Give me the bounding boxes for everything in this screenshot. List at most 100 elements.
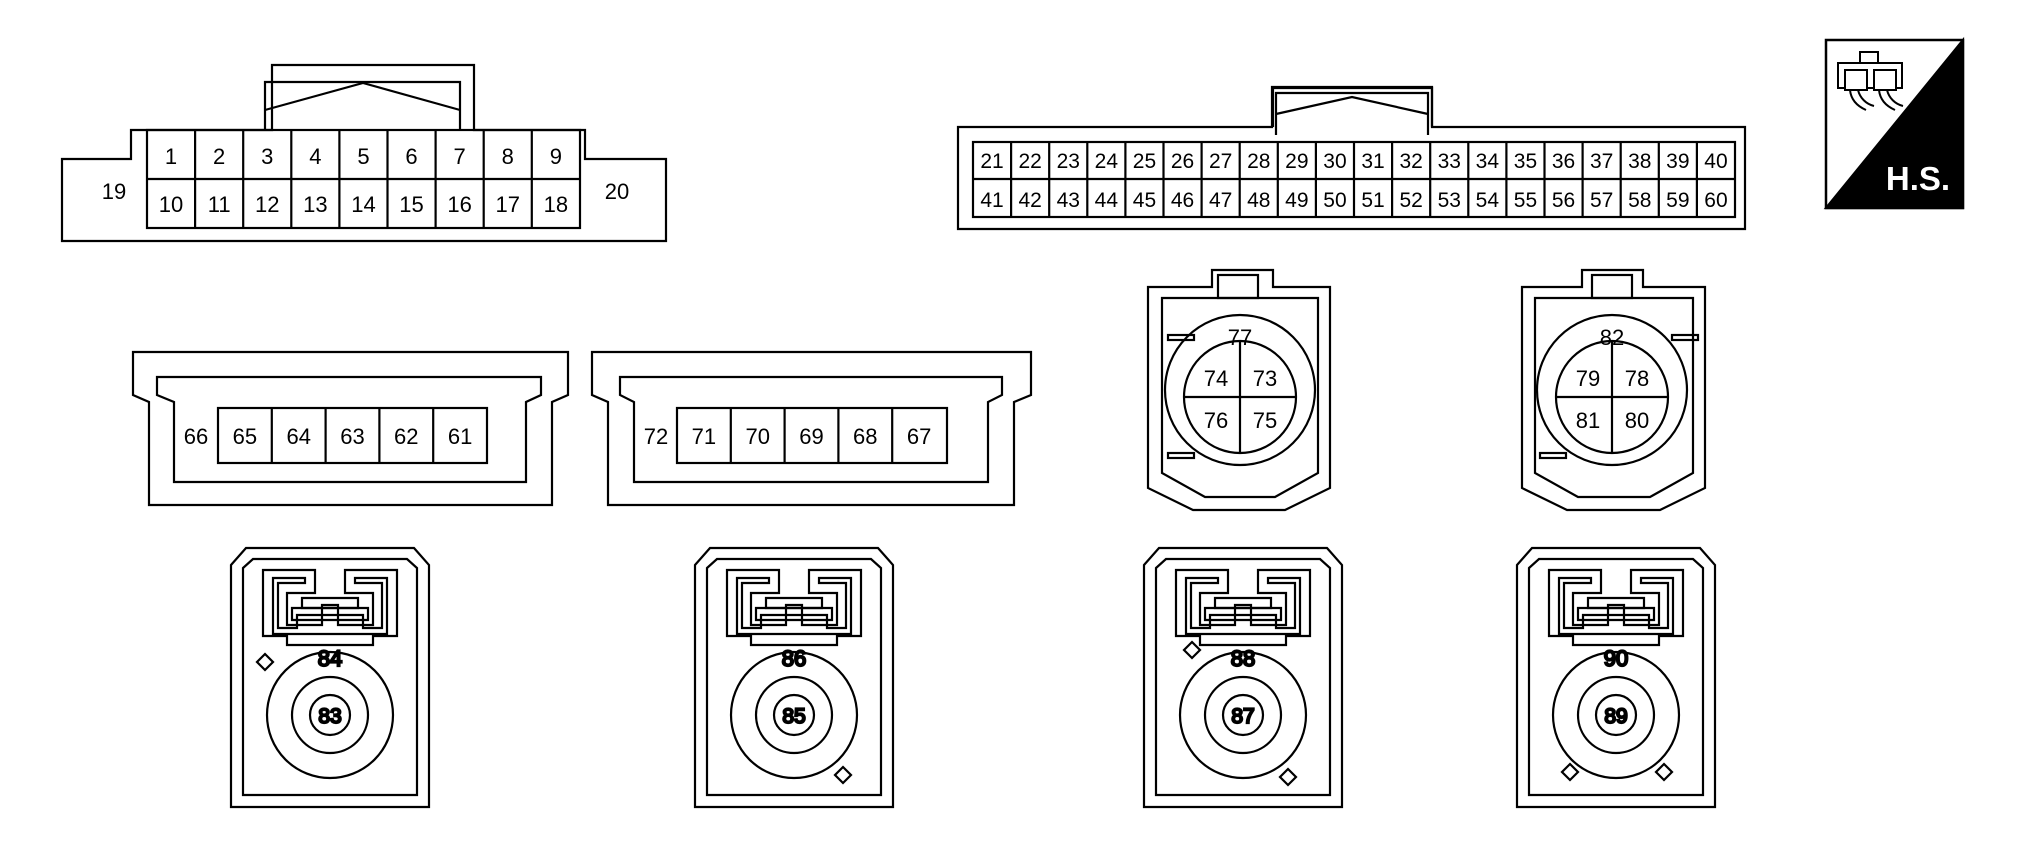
pin-label: 25	[1133, 150, 1156, 173]
pin-label: 10	[159, 192, 183, 217]
pin-label: 75	[1253, 408, 1277, 433]
round-connector: 84 83	[229, 546, 431, 809]
pin-label: 63	[340, 424, 364, 449]
pin-label: 9	[550, 144, 562, 169]
pin-label: 39	[1666, 150, 1689, 173]
pin-label: 73	[1253, 366, 1277, 391]
pin-label: 71	[692, 424, 716, 449]
pin-label: 79	[1576, 366, 1600, 391]
pin-label: 72	[644, 424, 668, 449]
pin-label: 76	[1204, 408, 1228, 433]
pin-label: 85	[782, 705, 805, 728]
pin-label: 21	[980, 150, 1003, 173]
pin-label: 66	[184, 424, 208, 449]
pin-label: 89	[1604, 705, 1627, 728]
pin-label: 27	[1209, 150, 1232, 173]
pin-label: 35	[1514, 150, 1537, 173]
pin-label: 84	[318, 646, 342, 671]
pin-label: 69	[799, 424, 823, 449]
pin-label: 56	[1552, 189, 1575, 212]
pin-label: 26	[1171, 150, 1194, 173]
pin-label: 34	[1476, 150, 1500, 173]
round-connector: 88 87	[1142, 546, 1344, 809]
pin-label: 23	[1057, 150, 1080, 173]
pin-label: 30	[1323, 150, 1346, 173]
pin-label: 22	[1018, 150, 1041, 173]
pin-label: 88	[1231, 646, 1255, 671]
pin-label: 64	[286, 424, 310, 449]
pin-label: 58	[1628, 189, 1651, 212]
pin-label: 60	[1704, 189, 1727, 212]
connector-icon	[1837, 51, 1904, 111]
pin-label: 8	[502, 144, 514, 169]
pin-label: 11	[208, 192, 231, 217]
pin-label: 87	[1231, 705, 1254, 728]
pin-label: 33	[1438, 150, 1461, 173]
pin-label: 43	[1057, 189, 1080, 212]
pin-label: 1	[165, 144, 177, 169]
pin-label: 42	[1018, 189, 1041, 212]
pin-label: 36	[1552, 150, 1575, 173]
pin-label: 47	[1209, 189, 1232, 212]
pin-label: 2	[213, 144, 225, 169]
pin-label: 49	[1285, 189, 1308, 212]
pin-label: 31	[1361, 150, 1384, 173]
pin-label: 50	[1323, 189, 1346, 212]
connector-f: 82 79 78 81 80	[1520, 268, 1707, 512]
pin-label: 82	[1600, 325, 1624, 350]
round-connectors: 84 83 86 85 88 87 90 89	[229, 546, 1717, 809]
pin-label: 86	[782, 646, 806, 671]
pin-label: 90	[1604, 646, 1628, 671]
pin-label: 7	[454, 144, 466, 169]
pin-label: 24	[1095, 150, 1119, 173]
pin-label: 62	[394, 424, 418, 449]
round-connector: 86 85	[693, 546, 895, 809]
pin-label: 29	[1285, 150, 1308, 173]
pin-label: 48	[1247, 189, 1270, 212]
pin-label: 65	[233, 424, 257, 449]
pin-label: 68	[853, 424, 877, 449]
pin-label: 52	[1399, 189, 1422, 212]
round-connector: 90 89	[1515, 546, 1717, 809]
pin-label: 83	[318, 705, 341, 728]
pin-label: 57	[1590, 189, 1613, 212]
hs-symbol: H.S.	[1823, 36, 1965, 210]
hs-label: H.S.	[1886, 160, 1950, 197]
pin-label: 61	[448, 424, 472, 449]
pin-label: 14	[351, 192, 375, 217]
pin-label: 81	[1576, 408, 1600, 433]
pin-label: 80	[1625, 408, 1649, 433]
pin-label: 15	[399, 192, 423, 217]
pin-label: 40	[1704, 150, 1727, 173]
pin-label: 12	[255, 192, 279, 217]
pin-label: 59	[1666, 189, 1689, 212]
pin-label: 4	[309, 144, 321, 169]
pin-label: 74	[1204, 366, 1228, 391]
pin-label: 5	[357, 144, 369, 169]
pin-label: 17	[496, 192, 520, 217]
pin-label: 18	[544, 192, 568, 217]
pin-label: 28	[1247, 150, 1270, 173]
pin-label: 55	[1514, 189, 1537, 212]
pin-label: 45	[1133, 189, 1156, 212]
pin-label: 20	[605, 179, 629, 204]
connector-e: 77 74 73 76 75	[1146, 268, 1332, 512]
connector-c: 66 65 64 63 62 61	[131, 350, 570, 507]
connector-d: 72 71 70 69 68 67	[590, 350, 1033, 507]
pin-label: 70	[745, 424, 769, 449]
pin-label: 78	[1625, 366, 1649, 391]
pin-label: 53	[1438, 189, 1461, 212]
pin-label: 16	[447, 192, 471, 217]
pin-label: 77	[1228, 325, 1252, 350]
pin-label: 3	[261, 144, 273, 169]
pin-label: 54	[1476, 189, 1500, 212]
pin-label: 67	[907, 424, 931, 449]
pin-label: 38	[1628, 150, 1651, 173]
pin-label: 19	[102, 179, 126, 204]
pin-label: 41	[980, 189, 1003, 212]
pin-label: 46	[1171, 189, 1194, 212]
